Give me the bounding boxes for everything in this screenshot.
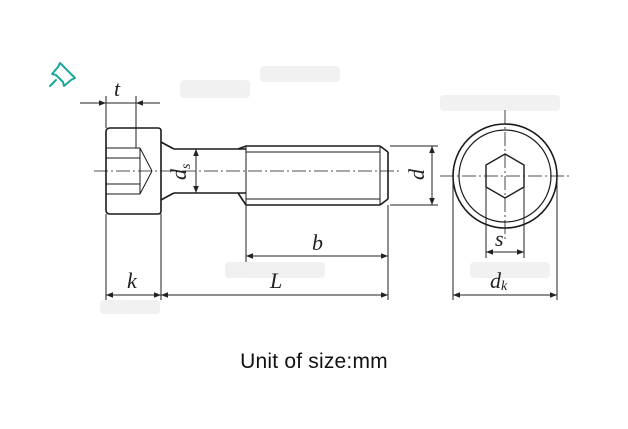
pin-icon[interactable]	[46, 58, 80, 92]
dimensions-end	[452, 176, 558, 300]
watermark	[100, 66, 560, 314]
label-s: s	[495, 226, 504, 251]
dimensions-side	[80, 96, 438, 300]
label-b: b	[312, 230, 323, 255]
label-dk: dk	[490, 268, 508, 294]
size-unit-caption: Unit of size:mm	[240, 350, 388, 373]
label-t: t	[114, 76, 121, 101]
label-d: d	[404, 168, 429, 180]
screw-end-view	[440, 110, 570, 242]
label-k: k	[127, 268, 138, 293]
label-L: L	[269, 268, 282, 293]
label-ds: ds	[166, 163, 194, 180]
screw-side-view	[94, 127, 400, 215]
